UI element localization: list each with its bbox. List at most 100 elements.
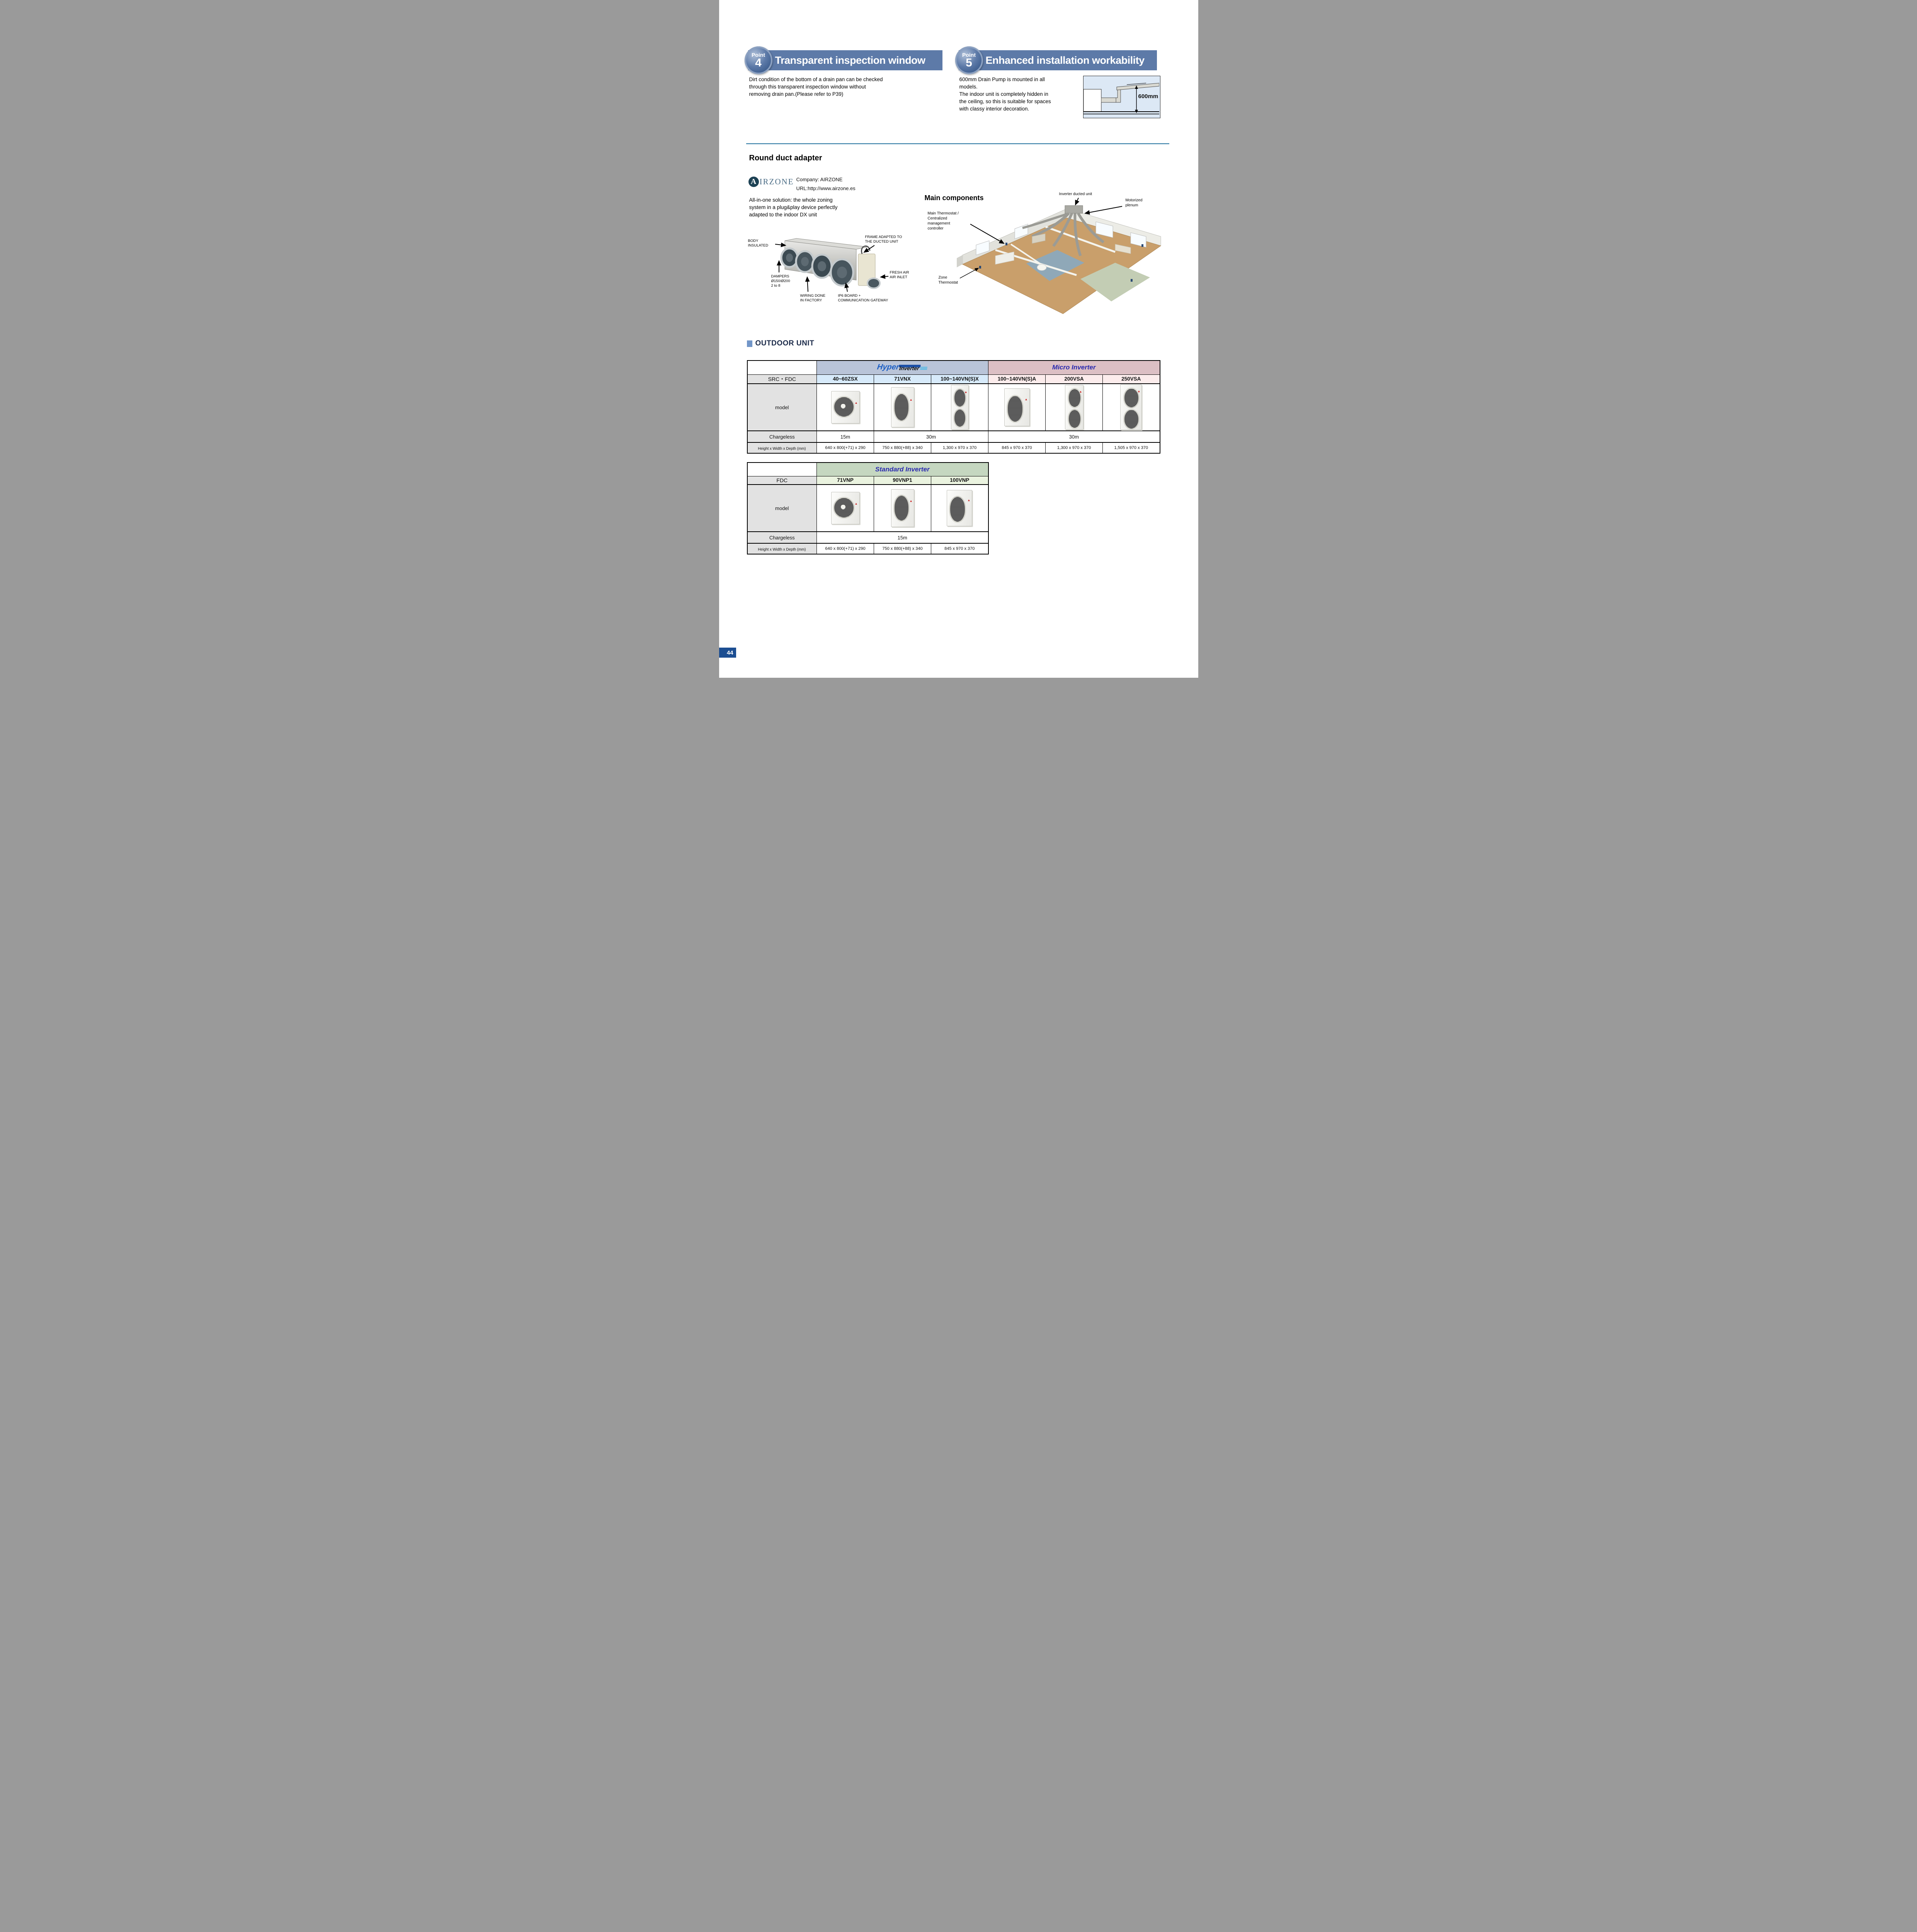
micro-inverter-logo: Micro Inverter xyxy=(1052,364,1096,371)
chargeless-value: 30m xyxy=(874,430,988,443)
outdoor-unit-photo-40-60zsx: ▲ xyxy=(816,383,874,431)
table1-model-label: model xyxy=(747,383,817,431)
model-name-cell: 100VNP xyxy=(931,476,988,485)
standard-inverter-brand-cell: Standard Inverter xyxy=(816,462,988,476)
point5-badge-word: Point xyxy=(962,51,976,58)
hyper-logo-word1: Hyper xyxy=(876,363,900,372)
table1-model-name-row: SRC・FDC 40~60ZSX 71VNX 100~140VN(S)X 100… xyxy=(747,374,1160,384)
outdoor-unit-photo-100vnp: ▲ xyxy=(931,484,988,532)
label-body-insulated: BODY INSULATED xyxy=(748,239,769,248)
micro-inverter-brand-cell: Micro Inverter xyxy=(988,360,1160,375)
model-name-cell: 250VSA xyxy=(1102,374,1160,384)
dimension-value: 1,505 x 970 x 370 xyxy=(1102,442,1160,454)
dimension-value: 1,300 x 970 x 370 xyxy=(931,442,988,454)
main-components-heading: Main components xyxy=(924,194,984,202)
duct-adapter-photo xyxy=(775,238,888,292)
chargeless-value: 30m xyxy=(988,430,1160,443)
section-divider xyxy=(746,143,1169,144)
table2-ghost-cell xyxy=(747,463,817,476)
label-inverter-ducted-unit: Inverter ducted unit xyxy=(1059,192,1092,196)
point5-body: 600mm Drain Pump is mounted in all model… xyxy=(959,77,1051,112)
model-name-cell: 40~60ZSX xyxy=(816,374,874,384)
outdoor-unit-photo-200vsa: ▲ xyxy=(1045,383,1103,431)
table1-dims-label: Height x Width x Depth (mm) xyxy=(758,446,806,451)
table2-model-image-row: model ▲ ▲ ▲ xyxy=(747,484,988,532)
airzone-logo-text: IRZONE xyxy=(759,177,794,186)
page-number-badge: 44 xyxy=(719,648,736,658)
outdoor-unit-photo-100-140vnsx: ▲ xyxy=(931,383,988,431)
label-main-thermostat: Main Thermostat / Centralized management… xyxy=(927,211,959,231)
point4-badge-icon: Point 4 xyxy=(744,46,772,74)
dimension-value: 750 x 880(+88) x 340 xyxy=(874,442,931,454)
dimension-value: 640 x 800(+71) x 290 xyxy=(816,442,874,454)
chargeless-value: 15m xyxy=(816,531,988,544)
table1-chargeless-label: Chargeless xyxy=(747,430,817,443)
catalog-page: Point 4 Transparent inspection window Po… xyxy=(719,0,1198,678)
drain-pump-diagram: 600mm xyxy=(1083,76,1160,118)
dimension-value: 1,300 x 970 x 370 xyxy=(1045,442,1103,454)
point4-badge-word: Point xyxy=(752,51,765,58)
point4-body: Dirt condition of the bottom of a drain … xyxy=(749,77,883,97)
table1-chargeless-row: Chargeless 15m 30m 30m xyxy=(747,430,1160,443)
point5-badge-icon: Point 5 xyxy=(955,46,983,74)
label-frame-adapted: FRAME ADAPTED TO THE DUCTED UNIT xyxy=(865,235,902,244)
outdoor-unit-heading: OUTDOOR UNIT xyxy=(747,339,815,348)
model-name-cell: 200VSA xyxy=(1045,374,1103,384)
company-name: Company: AIRZONE xyxy=(796,177,843,182)
label-ip6-board: IP6 BOARD + COMMUNICATION GATEWAY xyxy=(838,294,888,303)
section-square-icon xyxy=(747,340,752,347)
label-zone-thermostat: Zone Thermostat xyxy=(938,276,958,285)
point5-title: Enhanced installation workability xyxy=(985,54,1145,66)
table2-model-name-row: FDC 71VNP 90VNP1 100VNP xyxy=(747,476,988,485)
drain-pump-diagram-graphic xyxy=(1083,83,1159,114)
table2-dims-label: Height x Width x Depth (mm) xyxy=(758,547,806,552)
point4-title: Transparent inspection window xyxy=(775,54,926,66)
outdoor-unit-photo-71vnp: ▲ xyxy=(816,484,874,532)
dimension-value: 845 x 970 x 370 xyxy=(988,442,1046,454)
hyper-logo-stripe-icon xyxy=(920,367,928,370)
drain-pump-dimension-label: 600mm xyxy=(1138,93,1158,100)
chargeless-value: 15m xyxy=(816,430,874,443)
table2-chargeless-row: Chargeless 15m xyxy=(747,531,988,544)
company-url: URL:http://www.airzone.es xyxy=(796,185,856,191)
outdoor-unit-photo-71vnx: ▲ xyxy=(874,383,931,431)
label-dampers: DAMPERS Ø150/Ø200 2 to 8 xyxy=(771,274,790,288)
table2-model-label: model xyxy=(747,484,817,532)
point5-badge-number: 5 xyxy=(966,56,972,69)
hyper-logo-word2: Inverter xyxy=(898,365,921,371)
outdoor-unit-photo-100-140vnsa: ▲ xyxy=(988,383,1046,431)
model-name-cell: 71VNP xyxy=(816,476,874,485)
house-cutaway-illustration xyxy=(956,198,1161,314)
model-name-cell: 100~140VN(S)A xyxy=(988,374,1046,384)
model-name-cell: 90VNP1 xyxy=(874,476,931,485)
round-duct-description: All-in-one solution: the whole zoning sy… xyxy=(749,197,838,218)
dimension-value: 750 x 880(+88) x 340 xyxy=(874,543,931,554)
label-motorized-plenum: Motorized plenum xyxy=(1125,198,1143,207)
standard-inverter-logo: Standard Inverter xyxy=(875,465,930,473)
outdoor-unit-photo-250vsa: ▲ xyxy=(1102,383,1160,431)
model-name-cell: 71VNX xyxy=(874,374,931,384)
dimension-value: 640 x 800(+71) x 290 xyxy=(816,543,874,554)
outdoor-unit-title: OUTDOOR UNIT xyxy=(755,339,815,347)
round-duct-heading: Round duct adapter xyxy=(749,154,822,162)
point4-badge-number: 4 xyxy=(755,56,762,69)
label-fresh-air: FRESH AIR AIR INLET xyxy=(890,270,909,279)
model-name-cell: 100~140VN(S)X xyxy=(931,374,988,384)
table2-dimensions-row: Height x Width x Depth (mm) 640 x 800(+7… xyxy=(747,543,988,554)
table1-dimensions-row: Height x Width x Depth (mm) 640 x 800(+7… xyxy=(747,442,1160,454)
page-number: 44 xyxy=(726,649,733,656)
table2-chargeless-label: Chargeless xyxy=(747,531,817,544)
outdoor-unit-photo-90vnp1: ▲ xyxy=(874,484,931,532)
airzone-logo-icon: A xyxy=(748,177,759,187)
table1-model-image-row: model ▲ ▲ ▲ xyxy=(747,383,1160,431)
table2-row-header: FDC xyxy=(747,476,817,485)
airzone-logo: A IRZONE xyxy=(748,177,794,187)
label-wiring: WIRING DONE IN FACTORY xyxy=(800,294,825,303)
dimension-value: 845 x 970 x 370 xyxy=(931,543,988,554)
outdoor-unit-table-2: Standard Inverter FDC 71VNP 90VNP1 100VN… xyxy=(747,462,989,554)
point5-banner: Point 5 Enhanced installation workabilit… xyxy=(955,46,1157,74)
table1-ghost-cell xyxy=(747,361,817,374)
